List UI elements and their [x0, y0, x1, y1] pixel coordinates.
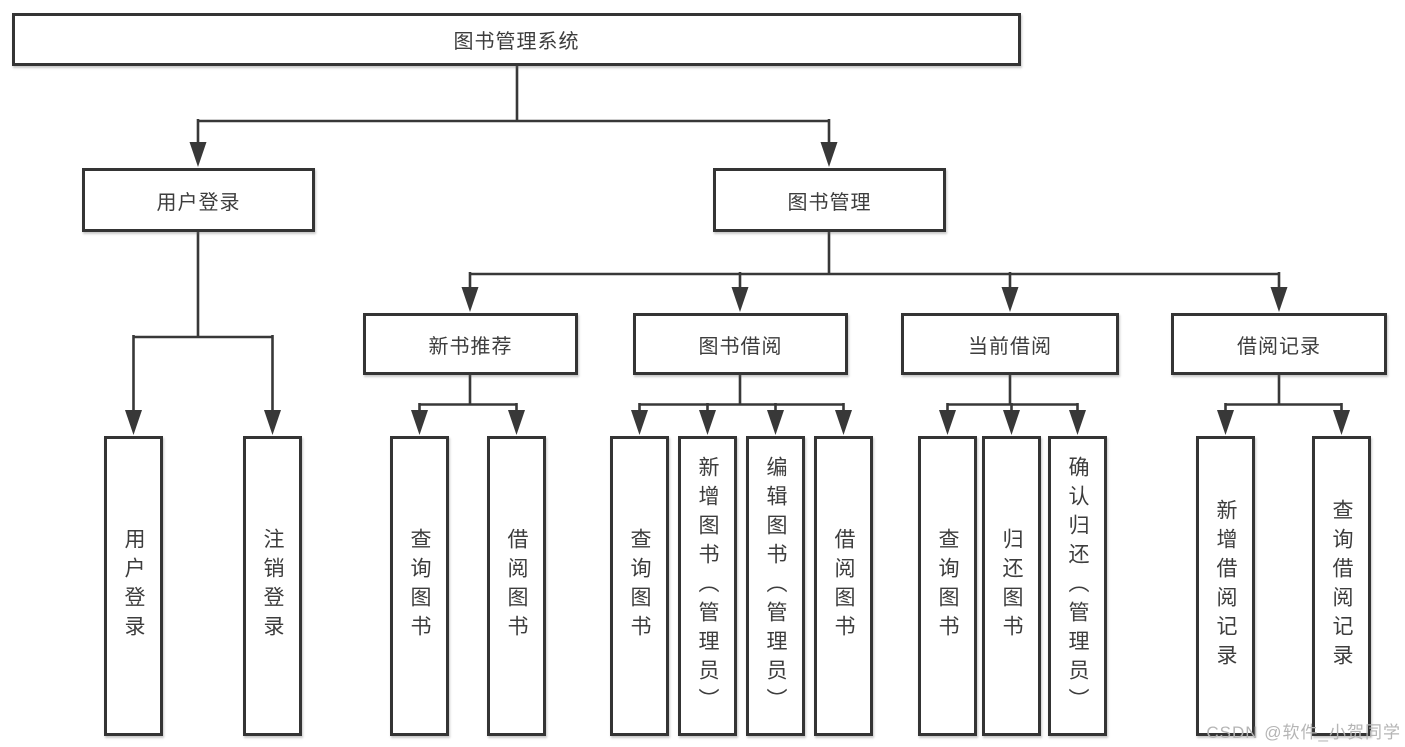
node-user-login: 用户登录 — [82, 168, 315, 232]
leaf-logout: 注销登录 — [243, 436, 302, 736]
connector-current-to-leaves — [946, 375, 1079, 414]
leaf-edit-book-admin: 编辑图书（管理员） — [746, 436, 805, 736]
leaf-confirm-return-admin: 确认归还（管理员） — [1048, 436, 1107, 736]
leaf-query-borrow-record: 查询借阅记录 — [1312, 436, 1371, 736]
arrowheads — [125, 142, 1350, 435]
csdn-watermark: CSDN @软件_小贺同学 — [1206, 723, 1401, 742]
connector-records-to-leaves — [1224, 375, 1343, 414]
leaf-query-books-recommend: 查询图书 — [390, 436, 449, 736]
node-new-book-recommendation: 新书推荐 — [363, 313, 578, 375]
leaf-return-book: 归还图书 — [982, 436, 1041, 736]
node-current-borrowing: 当前借阅 — [901, 313, 1119, 375]
leaf-user-login: 用户登录 — [104, 436, 163, 736]
connector-newbook-to-leaves — [418, 375, 518, 414]
node-book-borrowing: 图书借阅 — [633, 313, 848, 375]
connector-borrow-to-leaves — [638, 375, 845, 414]
node-borrowing-records: 借阅记录 — [1171, 313, 1387, 375]
connector-userlogin-to-leaves — [132, 232, 274, 414]
node-library-management-system: 图书管理系统 — [12, 13, 1021, 66]
leaf-borrow-books-recommend: 借阅图书 — [487, 436, 546, 736]
leaf-add-book-admin: 新增图书（管理员） — [678, 436, 737, 736]
leaf-query-books-current: 查询图书 — [918, 436, 977, 736]
leaf-add-borrow-record: 新增借阅记录 — [1196, 436, 1255, 736]
node-book-management: 图书管理 — [713, 168, 946, 232]
leaf-query-books-borrow: 查询图书 — [610, 436, 669, 736]
connector-bookmgmt-to-level3 — [468, 232, 1281, 292]
connector-root-to-level2 — [196, 66, 831, 146]
leaf-borrow-books: 借阅图书 — [814, 436, 873, 736]
